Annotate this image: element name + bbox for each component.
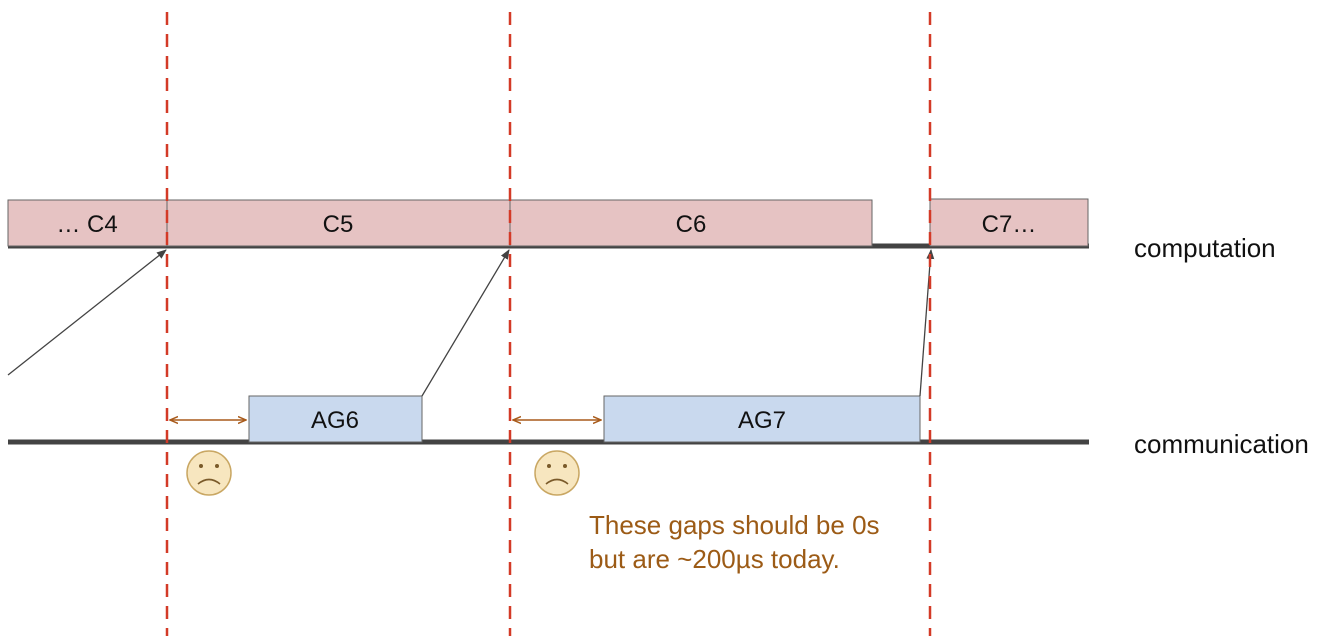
computation-block-c4-label: … C4 [56,211,117,238]
sad-face-icon [186,450,232,496]
dependency-arrow-ag7-to-c7 [919,249,935,397]
communication-lane-label: communication [1134,429,1309,459]
communication-block-ag7: AG7 [603,395,921,443]
computation-block-c6: C6 [509,199,873,247]
communication-block-ag6-label: AG6 [311,407,359,434]
communication-block-ag6: AG6 [248,395,423,443]
computation-lane-label: computation [1134,233,1276,263]
computation-block-c7: C7… [929,198,1089,247]
gap-note-line-2: but are ~200µs today. [589,544,840,574]
gap-note-line-1: These gaps should be 0s [589,510,880,540]
computation-block-c6-label: C6 [676,211,707,238]
computation-block-c5: C5 [166,199,511,247]
computation-block-c4: … C4 [7,199,168,247]
computation-block-c7-label: C7… [982,211,1037,238]
dependency-arrow-prev-to-c5 [7,249,167,376]
dependency-arrow-ag6-to-c6 [421,249,510,397]
computation-block-c5-label: C5 [323,211,354,238]
communication-block-ag7-label: AG7 [738,407,786,434]
sad-face-icon [534,450,580,496]
